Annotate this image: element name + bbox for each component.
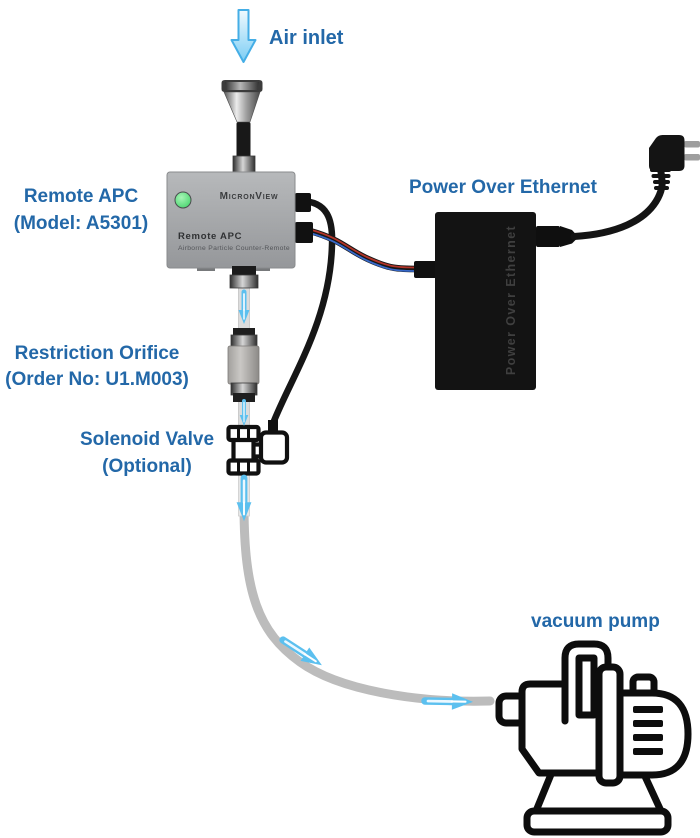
vacuum-tube (239, 500, 495, 706)
power-plug-icon (649, 135, 700, 190)
vacuum-pump-icon (495, 640, 692, 836)
remote-apc-label-line1: Remote APC (23, 186, 139, 207)
restriction-orifice-label-line2: (Order No: U1.M003) (5, 369, 189, 390)
device-brand-logo: MicronView (219, 191, 279, 202)
restriction-orifice-label: Restriction Orifice (Order No: U1.M003) (0, 341, 194, 393)
remote-apc-label-line2: (Model: A5301) (13, 213, 149, 234)
restriction-orifice-label-line1: Restriction Orifice (14, 343, 180, 364)
solenoid-valve (226, 420, 290, 476)
solenoid-cable (270, 197, 336, 425)
solenoid-valve-label-line2: (Optional) (102, 456, 192, 477)
vacuum-pump-label: vacuum pump (531, 611, 660, 632)
air-inlet-label: Air inlet (269, 27, 344, 49)
solenoid-valve-label: Solenoid Valve (Optional) (68, 426, 226, 480)
apc-device (166, 155, 313, 289)
air-inlet-arrow-icon (230, 9, 257, 63)
poe-label: Power Over Ethernet (409, 177, 597, 198)
status-led (174, 191, 192, 209)
device-model-name: Remote APC (178, 231, 243, 242)
device-subtitle: Airborne Particle Counter-Remote (178, 245, 290, 252)
ethernet-data-cable (306, 227, 422, 273)
restriction-orifice (227, 328, 260, 402)
remote-apc-label: Remote APC (Model: A5301) (2, 183, 160, 237)
poe-box-vertical-label: Power Over Ethernet (504, 224, 518, 376)
solenoid-valve-label-line1: Solenoid Valve (79, 429, 215, 450)
poe-injector (414, 212, 577, 390)
